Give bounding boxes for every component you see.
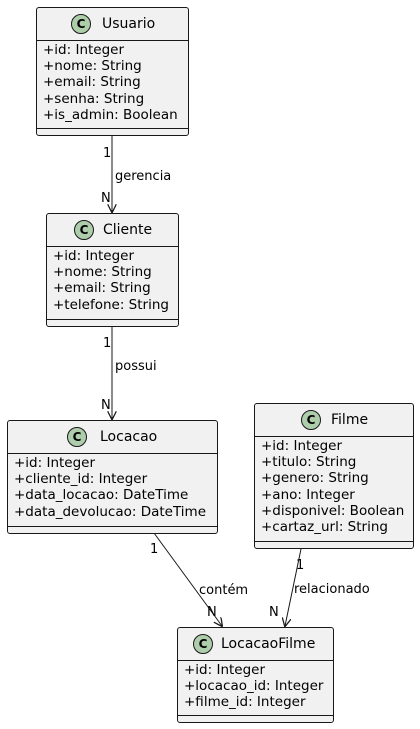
attribute: +data_locacao: DateTime [14,487,189,504]
attribute: +titulo: String [261,454,357,471]
attribute: +genero: String [261,470,369,487]
attribute: +cartaz_url: String [261,519,388,536]
attribute-list: +id: Integer +titulo: String +genero: St… [255,436,413,535]
class-header: C LocacaoFilme [178,628,333,661]
methods-divider [255,541,413,542]
target-multiplicity: N [269,605,279,620]
methods-divider [47,319,178,320]
class-name: Locacao [100,429,158,445]
class-locacao[interactable]: C Locacao +id: Integer +cliente_id: Inte… [7,420,218,534]
relation-label: relacionado [294,582,370,597]
class-locacaofilme[interactable]: C LocacaoFilme +id: Integer +locacao_id:… [177,627,334,723]
class-name: LocacaoFilme [221,636,316,652]
attribute-list: +id: Integer +nome: String +email: Strin… [37,40,188,123]
relation-usuario-cliente: 1 gerencia N [101,136,171,212]
relation-cliente-locacao: 1 possui N [101,327,157,419]
attribute: +id: Integer [184,662,266,678]
class-stereotype-icon: C [193,634,213,654]
target-multiplicity: N [207,605,217,620]
class-header: C Usuario [37,8,188,41]
class-usuario[interactable]: C Usuario +id: Integer +nome: String +em… [36,7,189,136]
class-header: C Cliente [47,214,178,247]
relation-line [153,532,222,626]
class-name: Usuario [102,16,156,32]
attribute: +filme_id: Integer [184,694,306,711]
attribute: +id: Integer [261,438,343,454]
methods-divider [8,526,217,527]
attribute: +id: Integer [14,455,96,471]
attribute: +email: String [43,74,141,91]
attribute: +id: Integer [53,248,135,264]
attribute: +telefone: String [53,296,169,313]
class-cliente[interactable]: C Cliente +id: Integer +nome: String +em… [46,213,179,327]
attribute: +email: String [53,280,151,297]
attribute: +senha: String [43,90,145,107]
class-stereotype-icon: C [74,220,94,240]
relation-filme-locacaofilme: 1 relacionado N [269,548,370,626]
class-header: C Filme [255,404,413,437]
source-multiplicity: 1 [103,336,111,351]
attribute: +nome: String [43,58,142,75]
relation-line [285,548,302,626]
attribute-list: +id: Integer +nome: String +email: Strin… [47,246,178,313]
source-multiplicity: 1 [150,542,158,557]
methods-divider [37,128,188,129]
source-multiplicity: 1 [103,146,111,161]
relation-label: possui [115,359,157,374]
attribute: +disponivel: Boolean [261,502,405,519]
attribute: +id: Integer [43,42,125,58]
attribute-list: +id: Integer +cliente_id: Integer +data_… [8,453,217,520]
target-multiplicity: N [101,191,111,206]
attribute: +cliente_id: Integer [14,471,148,488]
class-stereotype-icon: C [67,427,87,447]
class-name: Filme [331,412,369,428]
attribute: +data_devolucao: DateTime [14,503,206,520]
attribute: +locacao_id: Integer [184,678,324,695]
relation-label: gerencia [115,169,171,184]
relation-label: contém [199,583,248,598]
relation-locacao-locacaofilme: 1 contém N [150,532,248,626]
class-stereotype-icon: C [301,410,321,430]
attribute: +is_admin: Boolean [43,106,178,123]
target-multiplicity: N [101,398,111,413]
class-header: C Locacao [8,421,217,454]
class-name: Cliente [103,222,153,238]
attribute-list: +id: Integer +locacao_id: Integer +filme… [178,660,333,711]
source-multiplicity: 1 [296,558,304,573]
class-filme[interactable]: C Filme +id: Integer +titulo: String +ge… [254,403,414,549]
attribute: +nome: String [53,264,152,281]
methods-divider [178,715,333,716]
attribute: +ano: Integer [261,486,355,503]
class-stereotype-icon: C [71,14,91,34]
